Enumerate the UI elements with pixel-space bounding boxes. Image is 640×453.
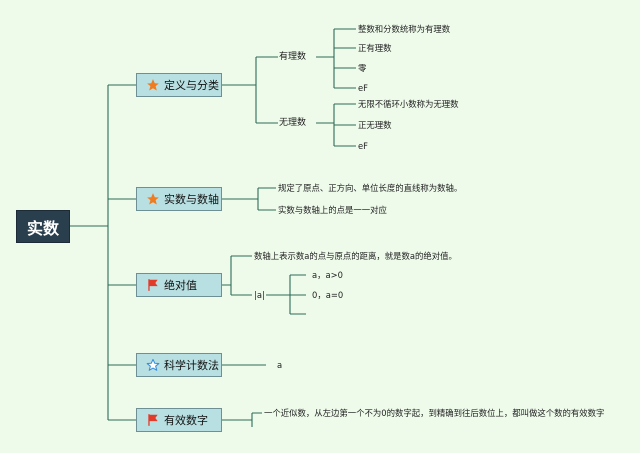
connector-irrational	[316, 103, 356, 147]
connector-branches	[108, 84, 136, 421]
number-line-item-1[interactable]: 实数与数轴上的点是一一对应	[278, 205, 387, 215]
absolute-case-1[interactable]: 0，a=0	[312, 290, 344, 300]
red-flag-icon	[148, 414, 158, 426]
node-significant-digits-label: 有效数字	[164, 414, 208, 427]
connector-number-line	[222, 187, 276, 211]
absolute-case-0[interactable]: a，a>0	[312, 270, 343, 280]
node-definition-label: 定义与分类	[164, 79, 219, 92]
root-node[interactable]: 实数	[16, 210, 70, 243]
node-scientific-notation[interactable]: 科学计数法	[136, 353, 222, 377]
node-significant-digits[interactable]: 有效数字	[136, 408, 222, 432]
node-absolute-value-label: 绝对值	[164, 279, 197, 292]
red-flag-icon	[148, 279, 158, 291]
scientific-notation-value[interactable]: a	[277, 360, 283, 370]
rational-item-2[interactable]: 零	[358, 63, 367, 73]
number-line-item-0[interactable]: 规定了原点、正方向、单位长度的直线称为数轴。	[278, 183, 463, 193]
node-number-line[interactable]: 实数与数轴	[136, 187, 222, 211]
node-scientific-notation-label: 科学计数法	[164, 359, 219, 372]
node-definition[interactable]: 定义与分类	[136, 73, 222, 97]
irrational-item-1[interactable]: 正无理数	[358, 120, 392, 130]
connector-rational	[316, 28, 356, 89]
node-absolute-value[interactable]: 绝对值	[136, 273, 222, 297]
blue-outline-star-icon	[146, 358, 160, 371]
root-label: 实数	[26, 218, 59, 238]
irrational-label[interactable]: 无理数	[279, 118, 307, 128]
absolute-symbol[interactable]: |a|	[254, 290, 265, 300]
rational-item-0[interactable]: 整数和分数统称为有理数	[358, 24, 451, 34]
irrational-item-2[interactable]: eF	[358, 141, 368, 151]
rational-label[interactable]: 有理数	[279, 52, 307, 62]
connector-absolute	[222, 255, 252, 296]
orange-star-icon	[147, 193, 159, 205]
node-number-line-label: 实数与数轴	[164, 193, 219, 206]
rational-item-1[interactable]: 正有理数	[358, 43, 392, 53]
rational-item-3[interactable]: eF	[358, 83, 368, 93]
connector-cases	[266, 274, 306, 315]
significant-digits-text[interactable]: 一个近似数，从左边第一个不为0的数字起，到精确到往后数位上，都叫做这个数的有效数…	[264, 408, 605, 418]
connector-definition	[222, 56, 278, 124]
orange-star-icon	[147, 79, 159, 91]
absolute-definition[interactable]: 数轴上表示数a的点与原点的距离，就是数a的绝对值。	[254, 251, 457, 261]
connector-significant	[222, 412, 262, 427]
irrational-item-0[interactable]: 无限不循环小数称为无理数	[358, 99, 459, 109]
